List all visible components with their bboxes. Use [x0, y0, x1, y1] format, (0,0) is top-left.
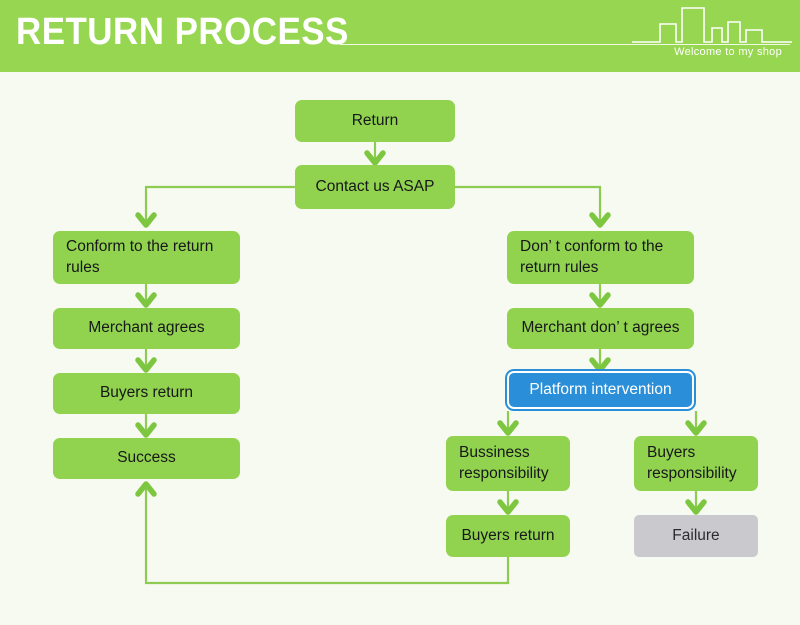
arrowhead-icon [497, 499, 519, 515]
node-contact-us-asap[interactable]: Contact us ASAP [295, 165, 455, 209]
arrowhead-icon [497, 420, 519, 436]
city-skyline-icon [632, 7, 792, 43]
arrowhead-icon [685, 499, 707, 515]
node-label: Failure [672, 526, 720, 544]
arrowhead-icon [364, 150, 386, 166]
node-dont-conform-to-return-rules[interactable]: Don’ t conform to the return rules [507, 231, 694, 284]
node-label: Buyers return [99, 384, 194, 402]
node-label: Conform to the return rules [66, 238, 214, 276]
node-label: Merchant agrees [88, 319, 205, 337]
node-label: Buyers return [461, 526, 555, 544]
edge-contact-notconform [455, 185, 602, 224]
node-buyers-responsibility[interactable]: Buyers responsibility [634, 436, 758, 491]
node-failure[interactable]: Failure [634, 515, 758, 557]
page-title: RETURN PROCESS [16, 11, 349, 53]
page-header: RETURN PROCESS Welcome to my shop [0, 0, 800, 72]
node-bussiness-responsibility[interactable]: Bussiness responsibility [446, 436, 570, 491]
node-success[interactable]: Success [53, 438, 240, 479]
node-buyers-return-right[interactable]: Buyers return [446, 515, 570, 557]
arrowhead-icon [135, 212, 157, 228]
node-label: Buyers responsibility [647, 444, 737, 482]
header-tagline: Welcome to my shop [674, 46, 782, 58]
arrowhead-up-icon [135, 481, 157, 497]
arrowhead-icon [135, 357, 157, 373]
node-label: Bussiness responsibility [459, 444, 549, 482]
arrowhead-icon [135, 292, 157, 308]
arrowhead-icon [589, 357, 611, 373]
node-return[interactable]: Return [295, 100, 455, 142]
node-label: Contact us ASAP [315, 177, 435, 195]
node-merchant-agrees[interactable]: Merchant agrees [53, 308, 240, 349]
node-label: Success [117, 449, 176, 467]
edge-contact-conform [144, 185, 295, 224]
arrowhead-icon [589, 212, 611, 228]
arrowhead-icon [135, 422, 157, 438]
arrowhead-icon [685, 420, 707, 436]
node-label: Return [351, 111, 399, 129]
node-merchant-dont-agrees[interactable]: Merchant don’ t agrees [507, 308, 694, 349]
node-label: Platform intervention [529, 380, 672, 398]
arrowhead-icon [589, 292, 611, 308]
node-conform-to-return-rules[interactable]: Conform to the return rules [53, 231, 240, 284]
node-label: Don’ t conform to the return rules [520, 238, 664, 276]
header-divider [340, 44, 790, 45]
node-platform-intervention[interactable]: Platform intervention [505, 369, 696, 411]
node-buyers-return-left[interactable]: Buyers return [53, 373, 240, 414]
node-label: Merchant don’ t agrees [521, 319, 680, 337]
